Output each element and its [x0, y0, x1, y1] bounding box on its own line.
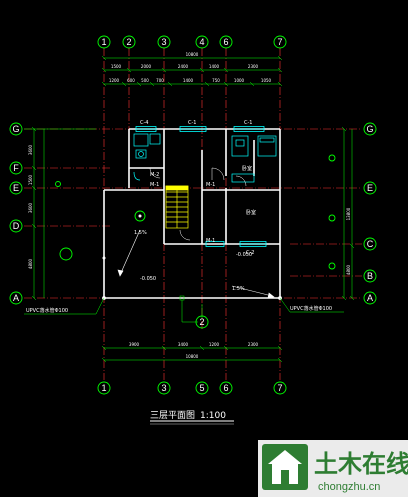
axis-plan-center: 2	[199, 317, 204, 327]
door-swings	[149, 167, 247, 241]
terrace-level-label: 1.5%	[134, 230, 147, 236]
axis-bottom-5: 5	[199, 383, 204, 393]
elevation-label-b: -0.050	[236, 252, 252, 258]
drawing-scale: 1:100	[200, 411, 226, 421]
axis-bottom-7: 7	[277, 383, 282, 393]
window-label-c1b: C-1	[244, 120, 252, 126]
house-logo-icon	[262, 444, 308, 490]
axis-top-6: 6	[223, 37, 228, 47]
dim-top-seg-5: 2300	[248, 64, 259, 69]
axis-right-g: G	[366, 124, 373, 134]
axis-left-g: G	[12, 124, 19, 134]
dim-bottom-seg-4: 2300	[248, 342, 259, 347]
dim-top-sub-1: 1200	[109, 78, 120, 83]
dim-top-sub-4: 700	[156, 78, 164, 83]
dim-top-total: 10800	[186, 52, 199, 57]
window-label-c2: C-2	[246, 250, 254, 256]
axis-right-b: B	[367, 271, 373, 281]
dim-top-sub-3: 500	[141, 78, 149, 83]
room-label-bedroom-top: 卧室	[242, 165, 252, 172]
dim-bottom-seg-2: 3400	[178, 342, 189, 347]
slope-label-right: 1.5%	[232, 286, 245, 292]
door-label-m1b: M-1	[206, 182, 215, 188]
drainage-arrows	[102, 214, 282, 300]
watermark-brand: 土木在线	[314, 449, 408, 478]
staircase	[165, 185, 189, 229]
axis-left-e: E	[13, 183, 19, 193]
door-label-m1c: M-1	[206, 238, 215, 244]
axis-left-d: D	[13, 221, 20, 231]
drawing-title-block: 三层平面图 1:100	[150, 410, 234, 425]
pipe-label-right: UPVC落水管Φ100	[290, 305, 332, 312]
window-label-c4: C-4	[140, 120, 148, 126]
dim-right-seg: 4800	[346, 264, 351, 275]
dim-top-seg-3: 2400	[178, 64, 189, 69]
windows	[135, 126, 267, 247]
dim-top-seg-4: 1400	[209, 64, 220, 69]
window-label-c1a: C-1	[188, 120, 196, 126]
dim-left-seg-3: 3600	[28, 202, 33, 213]
dim-top-sub-7: 1000	[234, 78, 245, 83]
axis-right-c: C	[367, 239, 374, 249]
axis-left-f: F	[13, 163, 19, 173]
axis-top-2: 2	[126, 37, 131, 47]
site-watermark: 土木在线 chongzhu.cn	[258, 440, 408, 497]
dim-bottom-total: 10800	[186, 354, 199, 359]
axis-left-a: A	[13, 293, 19, 303]
axis-top-1: 1	[101, 37, 106, 47]
dim-left-seg-2: 1500	[28, 174, 33, 185]
dim-left-seg-4: 4800	[28, 258, 33, 269]
dimension-lines	[24, 55, 355, 363]
pipe-label-left: UPVC落水管Φ100	[26, 307, 68, 314]
dim-bottom-seg-3: 1200	[209, 342, 220, 347]
axis-top-4: 4	[199, 37, 204, 47]
axis-top-7: 7	[277, 37, 282, 47]
axis-right-a: A	[367, 293, 373, 303]
dim-top-sub-6: 750	[212, 78, 220, 83]
axis-bubbles	[9, 35, 377, 395]
drawing-title: 三层平面图	[150, 410, 195, 421]
bathroom-fixtures	[133, 133, 277, 183]
plan-labels: C-4 C-1 C-1 C-2 M-2 M-1 M-1 M-1 卧室 卧室 1.…	[26, 120, 332, 314]
dim-top-sub-2: 600	[127, 78, 135, 83]
dim-bottom-seg-1: 3900	[129, 342, 140, 347]
door-label-m1a: M-1	[150, 182, 159, 188]
dim-right-total: 13800	[346, 207, 351, 220]
axis-bottom-3: 3	[161, 383, 166, 393]
axis-labels: 1 2 3 4 6 7 1 3 5 6 7 G F E D A G E C B …	[12, 37, 373, 393]
door-label-m2: M-2	[150, 172, 159, 178]
dim-top-seg-2: 2000	[141, 64, 152, 69]
axis-right-e: E	[367, 183, 373, 193]
axis-bottom-1: 1	[101, 383, 106, 393]
dim-top-sub-5: 1400	[183, 78, 194, 83]
dim-top-sub-8: 1050	[261, 78, 272, 83]
watermark-url: chongzhu.cn	[318, 481, 380, 493]
axis-bottom-6: 6	[223, 383, 228, 393]
dim-top-seg-1: 1500	[111, 64, 122, 69]
dim-left-seg-1: 3600	[28, 144, 33, 155]
axis-grid	[24, 48, 362, 380]
dimension-texts: 10800 1500 2000 2400 1400 2300 1200 600 …	[28, 52, 351, 359]
pipe-leaders	[24, 295, 344, 323]
axis-top-3: 3	[161, 37, 166, 47]
room-label-bedroom-mid: 卧室	[246, 209, 256, 216]
elevation-label-a: -0.050	[140, 276, 156, 282]
